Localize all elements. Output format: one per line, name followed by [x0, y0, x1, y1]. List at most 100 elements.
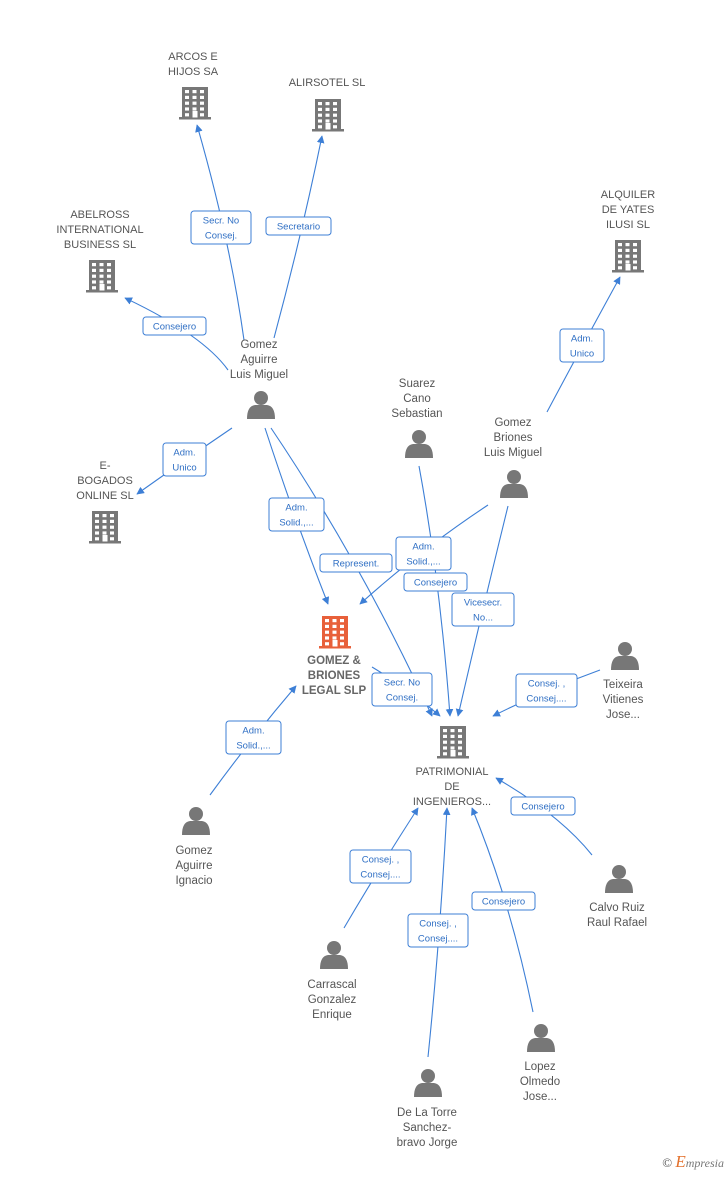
- node-label-line: Luis Miguel: [484, 447, 542, 459]
- role-label-box: [265, 216, 332, 236]
- role-label-text: Adm.: [242, 726, 264, 737]
- role-label[interactable]: Vicesecr. No...: [451, 592, 515, 627]
- node-label-line: BOGADOS: [77, 475, 133, 487]
- person-icon: [527, 1024, 555, 1052]
- role-label[interactable]: Consejero: [403, 572, 468, 592]
- role-label-text: Consej. ,: [362, 855, 400, 866]
- node-label-line: ONLINE SL: [76, 490, 133, 502]
- role-label[interactable]: Adm.Unico: [162, 442, 207, 477]
- role-label-text: Consejero: [521, 802, 564, 813]
- role-label-box: [395, 536, 452, 571]
- person-icon: [405, 430, 433, 458]
- role-label-box: [162, 442, 207, 477]
- node-lopez[interactable]: LopezOlmedoJose...: [520, 1024, 560, 1103]
- role-label-text: Solid.,...: [406, 557, 440, 568]
- building-icon: [179, 87, 211, 120]
- footer-brand: © Empresia: [662, 1152, 724, 1172]
- role-label-box: [510, 796, 576, 816]
- person-icon: [320, 941, 348, 969]
- node-label-line: BUSINESS SL: [64, 239, 136, 251]
- role-label-text: Adm.: [412, 542, 434, 553]
- role-label-text: Solid.,...: [279, 518, 313, 529]
- node-label-line: Teixeira: [603, 679, 643, 691]
- role-label[interactable]: Consej. ,Consej....: [349, 849, 412, 884]
- node-label-line: Vitienes: [603, 694, 644, 706]
- role-label[interactable]: Consej. ,Consej....: [407, 913, 469, 948]
- brand-name: mpresia: [685, 1156, 724, 1170]
- role-label-text: Vicesecr.: [464, 598, 502, 609]
- role-label[interactable]: Consej. ,Consej....: [515, 673, 578, 708]
- role-label-box: [471, 891, 536, 911]
- node-alirsotel[interactable]: ALIRSOTEL SL: [289, 77, 366, 132]
- role-label[interactable]: Adm. Solid.,...: [395, 536, 452, 571]
- node-label-line: ABELROSS: [70, 209, 129, 221]
- role-label-text: Unico: [172, 463, 196, 474]
- node-label-line: GOMEZ &: [307, 655, 361, 667]
- role-label-text: Consej....: [418, 934, 458, 945]
- role-label-box: [403, 572, 468, 592]
- node-label-line: ILUSI SL: [606, 219, 650, 231]
- building-icon: [312, 99, 344, 132]
- role-label-box: [371, 672, 433, 707]
- person-icon: [182, 807, 210, 835]
- node-label-line: DE YATES: [602, 204, 655, 216]
- role-label[interactable]: Adm. Solid.,...: [268, 497, 325, 532]
- node-label-line: DE: [444, 781, 459, 793]
- role-label[interactable]: Consejero: [142, 316, 207, 336]
- role-label-box: [515, 673, 578, 708]
- role-label-text: Consej. ,: [528, 679, 566, 690]
- role-label-box: [268, 497, 325, 532]
- node-label-line: INGENIEROS...: [413, 796, 491, 808]
- node-label-line: ARCOS E: [168, 51, 218, 63]
- role-label[interactable]: Consejero: [510, 796, 576, 816]
- role-label[interactable]: Represent.: [319, 553, 393, 573]
- edges-layer: [124, 124, 621, 1058]
- node-label-line: Gomez: [175, 845, 212, 857]
- role-label-text: Adm.: [571, 334, 593, 345]
- role-label-box: [225, 720, 282, 755]
- role-label-text: Adm.: [285, 503, 307, 514]
- copyright-symbol: ©: [662, 1155, 673, 1170]
- node-label-line: Gomez: [240, 339, 277, 351]
- role-label[interactable]: Adm.Solid.,...: [225, 720, 282, 755]
- building-icon: [319, 616, 351, 649]
- role-label[interactable]: Consejero: [471, 891, 536, 911]
- person-icon: [414, 1069, 442, 1097]
- role-label-text: No...: [473, 613, 493, 624]
- node-label-line: PATRIMONIAL: [416, 766, 489, 778]
- person-icon: [500, 470, 528, 498]
- node-label-line: Cano: [403, 393, 431, 405]
- node-label-line: Lopez: [524, 1061, 556, 1073]
- node-patrimonial[interactable]: PATRIMONIAL DE INGENIEROS...: [413, 726, 491, 808]
- node-label-line: BRIONES: [308, 670, 361, 682]
- node-teixeira[interactable]: TeixeiraVitienesJose...: [603, 642, 644, 721]
- node-label-line: Aguirre: [240, 354, 277, 366]
- person-icon: [247, 391, 275, 419]
- role-label[interactable]: Adm. Unico: [559, 328, 605, 363]
- role-label-text: Secr. No: [384, 678, 420, 689]
- node-label-line: bravo Jorge: [397, 1137, 458, 1149]
- edge-calvo-to-patrimonial: [495, 777, 593, 856]
- node-label-line: Jose...: [606, 709, 640, 721]
- role-label-box: [319, 553, 393, 573]
- node-label-line: E-: [100, 460, 111, 472]
- node-ebogados[interactable]: E- BOGADOS ONLINE SL: [76, 460, 134, 544]
- role-label[interactable]: Secretario: [265, 216, 332, 236]
- node-label-line: Raul Rafael: [587, 917, 647, 929]
- role-label-text: Unico: [570, 349, 594, 360]
- role-label-text: Secretario: [277, 222, 320, 233]
